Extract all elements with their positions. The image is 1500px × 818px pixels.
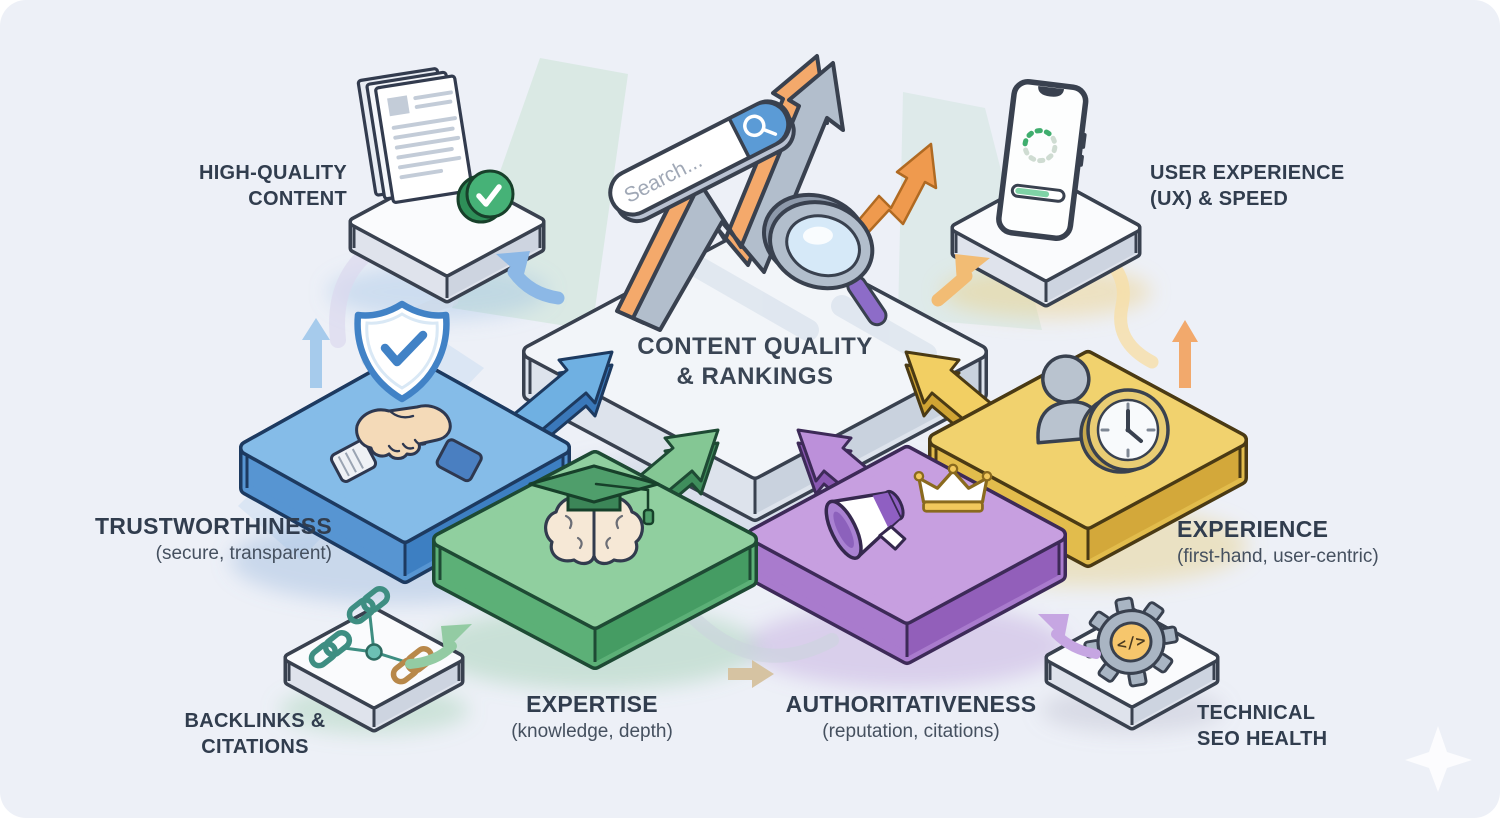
phone-loading-icon <box>996 79 1089 241</box>
label-line: SEO HEALTH <box>1197 728 1328 750</box>
chain-links-icon <box>308 586 435 685</box>
label-line: USER EXPERIENCE <box>1150 162 1345 184</box>
pillar-title: EXPERTISE <box>526 691 658 717</box>
pillar-subtitle: (first-hand, user-centric) <box>1177 545 1379 567</box>
label-line: HIGH-QUALITY <box>198 162 347 184</box>
pillar-subtitle: (secure, transparent) <box>155 542 332 564</box>
graduation-cap-icon <box>528 464 660 526</box>
up-arrow-blue-icon <box>302 318 330 388</box>
pillar-title: AUTHORITATIVENESS <box>785 691 1037 717</box>
label-line: CITATIONS <box>201 736 309 758</box>
check-badge-icon <box>456 169 515 224</box>
code-glyph: </> <box>1115 632 1146 654</box>
label-line: BACKLINKS & <box>184 710 326 732</box>
search-icon <box>743 114 778 138</box>
small-solid-arrows <box>302 318 1198 688</box>
graduation-brain-icon <box>528 464 660 566</box>
label-line: TECHNICAL <box>1197 702 1316 724</box>
label-expertise: EXPERTISE (knowledge, depth) <box>442 690 742 745</box>
label-user-experience: USER EXPERIENCE (UX) & SPEED <box>1150 160 1430 212</box>
label-experience: EXPERIENCE (first-hand, user-centric) <box>1177 515 1467 570</box>
crown-icon <box>913 463 993 513</box>
pillar-title: EXPERIENCE <box>1177 516 1329 542</box>
megaphone-icon <box>824 489 907 560</box>
pillar-title: TRUSTWORTHINESS <box>94 513 332 539</box>
label-backlinks-citations: BACKLINKS & CITATIONS <box>130 708 380 760</box>
label-trustworthiness: TRUSTWORTHINESS (secure, transparent) <box>57 512 332 567</box>
connector-arrows <box>405 251 1101 669</box>
up-arrow-orange-icon <box>1172 320 1198 388</box>
clock-icon <box>1079 388 1170 474</box>
title-line: & RANKINGS <box>676 363 834 390</box>
label-technical-seo: TECHNICAL SEO HEALTH <box>1197 700 1417 752</box>
right-arrow-tan-icon <box>728 660 774 688</box>
small-growth-arrow-icon <box>851 142 938 239</box>
label-line: (UX) & SPEED <box>1150 188 1289 210</box>
center-platform-stripes <box>689 257 937 365</box>
pillar-subtitle: (reputation, citations) <box>822 720 1000 742</box>
documents-icon <box>356 67 474 204</box>
gear-code-icon: </> <box>1083 596 1179 688</box>
sparkle-icon <box>1405 726 1472 792</box>
label-high-quality-content: HIGH-QUALITY CONTENT <box>107 160 347 212</box>
label-line: CONTENT <box>248 188 347 210</box>
shield-check-icon <box>354 300 450 403</box>
pillar-subtitle: (knowledge, depth) <box>511 720 673 742</box>
spinner-icon <box>1022 128 1058 164</box>
magnifier-icon <box>761 192 888 327</box>
title-line: CONTENT QUALITY <box>637 333 873 360</box>
label-authoritativeness: AUTHORITATIVENESS (reputation, citations… <box>736 690 1086 745</box>
center-platform-title: CONTENT QUALITY & RANKINGS <box>615 332 895 392</box>
handshake-icon <box>329 404 483 483</box>
